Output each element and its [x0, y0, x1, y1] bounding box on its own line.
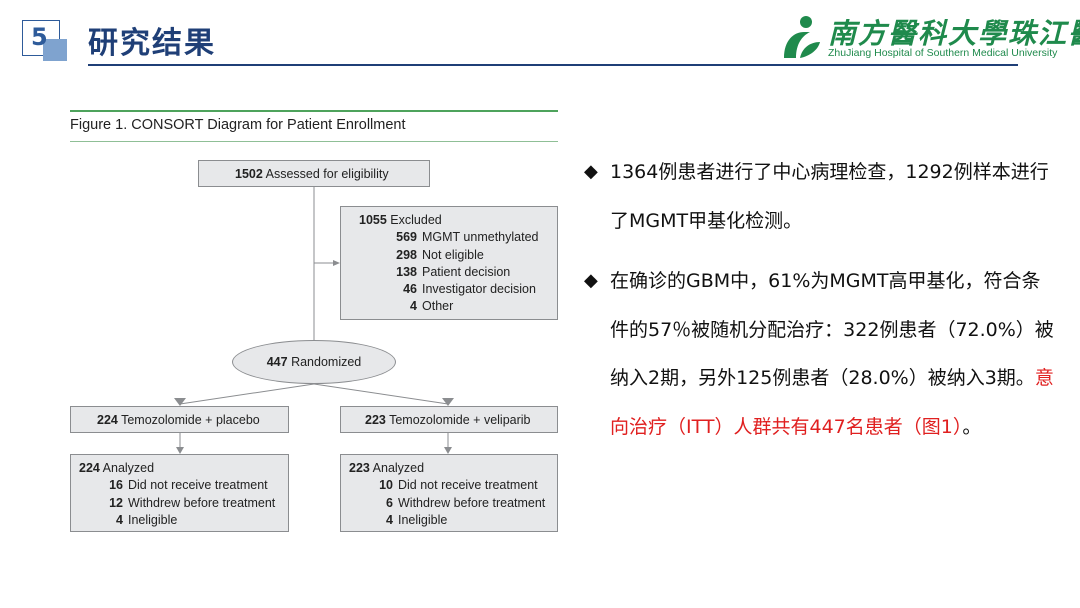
analyzed-item-label: Ineligible [128, 512, 178, 527]
bullet-highlight-text: 意向治疗（ITT）人群共有447名患者（图1） [610, 367, 1054, 438]
excluded-item-label: Investigator decision [422, 282, 536, 297]
excluded-item-count: 138 [396, 264, 417, 279]
analyzed-item-count: 16 [109, 478, 123, 493]
analyzed-item-count: 4 [386, 512, 393, 527]
assessed-label: Assessed for eligibility [265, 167, 389, 181]
diamond-bullet-icon: ◆ [584, 161, 598, 182]
excluded-label: Excluded [390, 213, 442, 227]
excluded-box: 1055 Excluded 569 MGMT unmethylated 298 No… [340, 206, 558, 320]
analyzed-count: 224 [79, 461, 100, 475]
analyzed-item-count: 4 [116, 512, 123, 527]
excluded-item-label: Patient decision [422, 264, 511, 279]
analyzed-label: Analyzed [102, 461, 155, 475]
hospital-logo: 南方醫科大學珠江醫院 ZhuJiang Hospital of Southern… [780, 14, 1080, 64]
logo-chinese-name: 南方醫科大學珠江醫院 [828, 17, 1080, 50]
analyzed-item-count: 10 [379, 478, 393, 493]
excluded-item-label: Not eligible [422, 247, 484, 262]
slide-title: 研究结果 [88, 26, 216, 61]
excluded-item-count: 298 [396, 247, 417, 262]
excluded-item-count: 569 [396, 230, 417, 245]
analyzed-box-veliparib: 223 Analyzed 10 Did not receive treatment… [340, 454, 558, 532]
connector-to-arm-1 [179, 383, 315, 405]
slide-number-accent [43, 39, 67, 61]
excluded-item-count: 46 [403, 282, 417, 297]
arrowhead-analyzed-2 [444, 447, 452, 454]
excluded-item-label: MGMT unmethylated [422, 230, 539, 245]
arm-label: Temozolomide + placebo [121, 413, 260, 427]
analyzed-item-count: 6 [386, 495, 393, 510]
analyzed-item-label: Withdrew before treatment [398, 495, 546, 510]
bullet-item: ◆ 1364例患者进行了中心病理检查，1292例样本进行了MGMT甲基化检测。 [584, 148, 1054, 245]
arrowhead-excluded [333, 260, 340, 266]
randomized-oval: 447 Randomized [232, 340, 396, 384]
analyzed-label: Analyzed [372, 461, 425, 475]
arrowhead-analyzed-1 [176, 447, 184, 454]
randomized-label: Randomized [291, 355, 362, 369]
figure-title-rule [70, 141, 558, 142]
assessed-count: 1502 [235, 167, 263, 181]
hospital-emblem-icon [784, 16, 820, 58]
analyzed-item-label: Withdrew before treatment [128, 495, 276, 510]
randomized-count: 447 [266, 355, 288, 369]
bullet-suffix: 。 [962, 415, 982, 438]
logo-english-name: ZhuJiang Hospital of Southern Medical Un… [828, 47, 1058, 59]
bullet-text: 1364例患者进行了中心病理检查，1292例样本进行了MGMT甲基化检测。 [610, 161, 1049, 232]
diamond-bullet-icon: ◆ [584, 270, 598, 291]
excluded-count: 1055 [359, 213, 387, 227]
excluded-item-count: 4 [410, 299, 417, 314]
arrowhead-arm-1 [174, 398, 186, 406]
connector-to-arm-2 [313, 383, 449, 405]
arm-count: 224 [97, 413, 118, 427]
slide-number: 5 [31, 23, 48, 51]
arm-label: Temozolomide + veliparib [389, 413, 531, 427]
figure-top-rule [70, 110, 558, 112]
analyzed-count: 223 [349, 461, 370, 475]
figure-title: Figure 1. CONSORT Diagram for Patient En… [70, 117, 406, 133]
analyzed-box-placebo: 224 Analyzed 16 Did not receive treatment… [70, 454, 289, 532]
header-divider [88, 64, 1018, 66]
bullet-item: ◆ 在确诊的GBM中，61%为MGMT高甲基化，符合条件的57％被随机分配治疗：… [584, 257, 1054, 451]
arrowhead-arm-2 [442, 398, 454, 406]
bullet-text: 在确诊的GBM中，61%为MGMT高甲基化，符合条件的57％被随机分配治疗：32… [610, 270, 1054, 389]
arm-box-placebo: 224 Temozolomide + placebo [70, 406, 289, 433]
arm-count: 223 [365, 413, 386, 427]
arm-box-veliparib: 223 Temozolomide + veliparib [340, 406, 558, 433]
analyzed-item-label: Ineligible [398, 512, 448, 527]
results-bullets: ◆ 1364例患者进行了中心病理检查，1292例样本进行了MGMT甲基化检测。 … [584, 148, 1054, 451]
analyzed-item-count: 12 [109, 495, 123, 510]
assessed-box: 1502 Assessed for eligibility [198, 160, 430, 187]
analyzed-item-label: Did not receive treatment [398, 478, 538, 493]
slide-number-badge: 5 [22, 20, 67, 61]
analyzed-item-label: Did not receive treatment [128, 478, 268, 493]
excluded-item-label: Other [422, 299, 454, 314]
